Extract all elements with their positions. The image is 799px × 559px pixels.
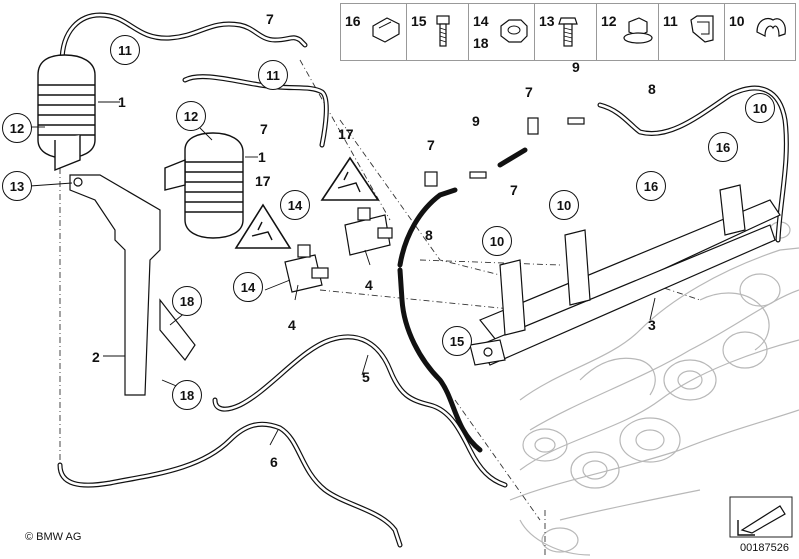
callout-13: 13	[2, 171, 32, 201]
part-label-7: 7	[427, 137, 435, 153]
legend-cell-15: 15	[407, 4, 469, 60]
warning-triangles	[234, 156, 380, 249]
callout-18: 18	[172, 380, 202, 410]
small-fittings	[424, 117, 585, 187]
legend-number: 11	[663, 13, 678, 29]
callout-18: 18	[172, 286, 202, 316]
legend-number: 13	[539, 13, 555, 29]
part-label-7: 7	[260, 121, 268, 137]
hose-clip-icon	[690, 15, 714, 43]
callout-11: 11	[258, 60, 288, 90]
part-label-7: 7	[525, 84, 533, 100]
document-number: 00187526	[740, 542, 789, 554]
callout-16: 16	[708, 132, 738, 162]
pipe-holder-assembly	[469, 184, 781, 366]
flange-nut-icon	[623, 17, 653, 44]
callout-15: 15	[442, 326, 472, 356]
vacuum-reservoir-left	[37, 54, 96, 172]
label-leaders	[29, 101, 656, 446]
part-label-17: 17	[338, 126, 354, 142]
bolt-icon	[436, 15, 450, 47]
callout-11: 11	[110, 35, 140, 65]
part-label-7: 7	[510, 182, 518, 198]
callout-14: 14	[233, 272, 263, 302]
callout-14: 14	[280, 190, 310, 220]
part-label-7: 7	[266, 11, 274, 27]
legend-cell-12: 12	[597, 4, 659, 60]
part-label-4: 4	[288, 317, 296, 333]
legend-cell-16: 16	[341, 4, 407, 60]
legend-cell-13: 13	[535, 4, 597, 60]
copyright-text: © BMW AG	[25, 531, 82, 543]
callout-12: 12	[2, 113, 32, 143]
part-label-2: 2	[92, 349, 100, 365]
legend-cell-11: 11	[659, 4, 725, 60]
part-label-5: 5	[362, 369, 370, 385]
callout-12: 12	[176, 101, 206, 131]
part-label-8: 8	[425, 227, 433, 243]
pressure-converter-valves	[284, 207, 393, 293]
hex-bolt-icon	[558, 17, 578, 47]
part-label-17: 17	[255, 173, 271, 189]
part-label-1: 1	[258, 149, 266, 165]
legend-number: 16	[345, 13, 361, 29]
part-label-9: 9	[572, 59, 580, 75]
leader-lines	[59, 59, 701, 555]
part-label-9: 9	[472, 113, 480, 129]
legend-cell-10: 10	[725, 4, 793, 60]
spring-clip-icon	[756, 17, 786, 37]
part-label-8: 8	[648, 81, 656, 97]
hex-nut-icon	[500, 19, 528, 43]
orientation-arrow-icon	[729, 496, 793, 538]
legend-number: 12	[601, 13, 617, 29]
part-label-6: 6	[270, 454, 278, 470]
callout-10: 10	[482, 226, 512, 256]
mounting-bracket	[69, 174, 196, 396]
legend-number: 18	[473, 35, 489, 51]
vacuum-reservoir-right	[164, 132, 244, 239]
callout-16: 16	[636, 171, 666, 201]
legend-number: 10	[729, 13, 745, 29]
part-label-1: 1	[118, 94, 126, 110]
legend-number: 15	[411, 13, 427, 29]
part-label-4: 4	[365, 277, 373, 293]
callout-10: 10	[549, 190, 579, 220]
legend-number: 14	[473, 13, 489, 29]
part-label-3: 3	[648, 317, 656, 333]
callout-10: 10	[745, 93, 775, 123]
clip-icon	[372, 17, 400, 43]
